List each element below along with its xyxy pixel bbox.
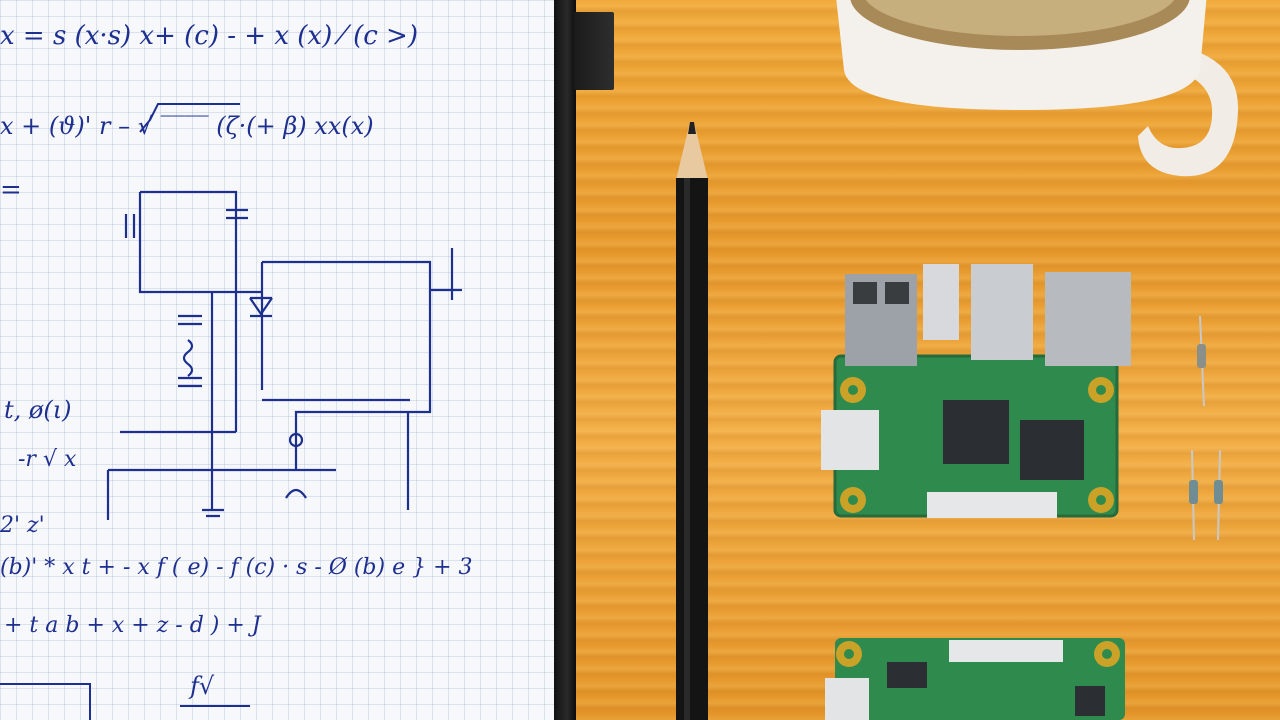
circuit-diagram xyxy=(106,190,462,520)
coffee-mug xyxy=(836,0,1239,177)
handwriting-line-4: t, ø(ι) xyxy=(4,396,72,424)
resistors xyxy=(1189,315,1223,541)
notebook-page xyxy=(0,0,555,720)
pencil xyxy=(676,122,708,720)
notebook-binder xyxy=(554,0,576,720)
handwriting-line-2: x + (ϑ)' r – √ ‾‾‾‾ (ζ·(+ β) xx(x) xyxy=(0,112,374,140)
handwriting-line-5: -r √ x xyxy=(18,447,77,472)
handwriting-line-8: + t a b + x + z - d ) + J xyxy=(4,613,262,638)
microcontroller-board-2 xyxy=(825,638,1125,720)
microcontroller-board xyxy=(821,264,1131,518)
handwriting-line-7: (b)' * x t + - x f ( e) - f (c) · s - Ø … xyxy=(0,555,473,580)
handwritten-notes: x = s (x·s) x+ (c) - + x (x) ⁄ (c >) x +… xyxy=(0,21,473,720)
handwriting-line-3: = xyxy=(0,175,22,205)
handwriting-line-1: x = s (x·s) x+ (c) - + x (x) ⁄ (c >) xyxy=(0,21,418,51)
handwriting-line-6: 2' z' xyxy=(0,513,45,538)
handwriting-line-9: f√ xyxy=(188,672,215,700)
binder-clip xyxy=(574,12,614,90)
